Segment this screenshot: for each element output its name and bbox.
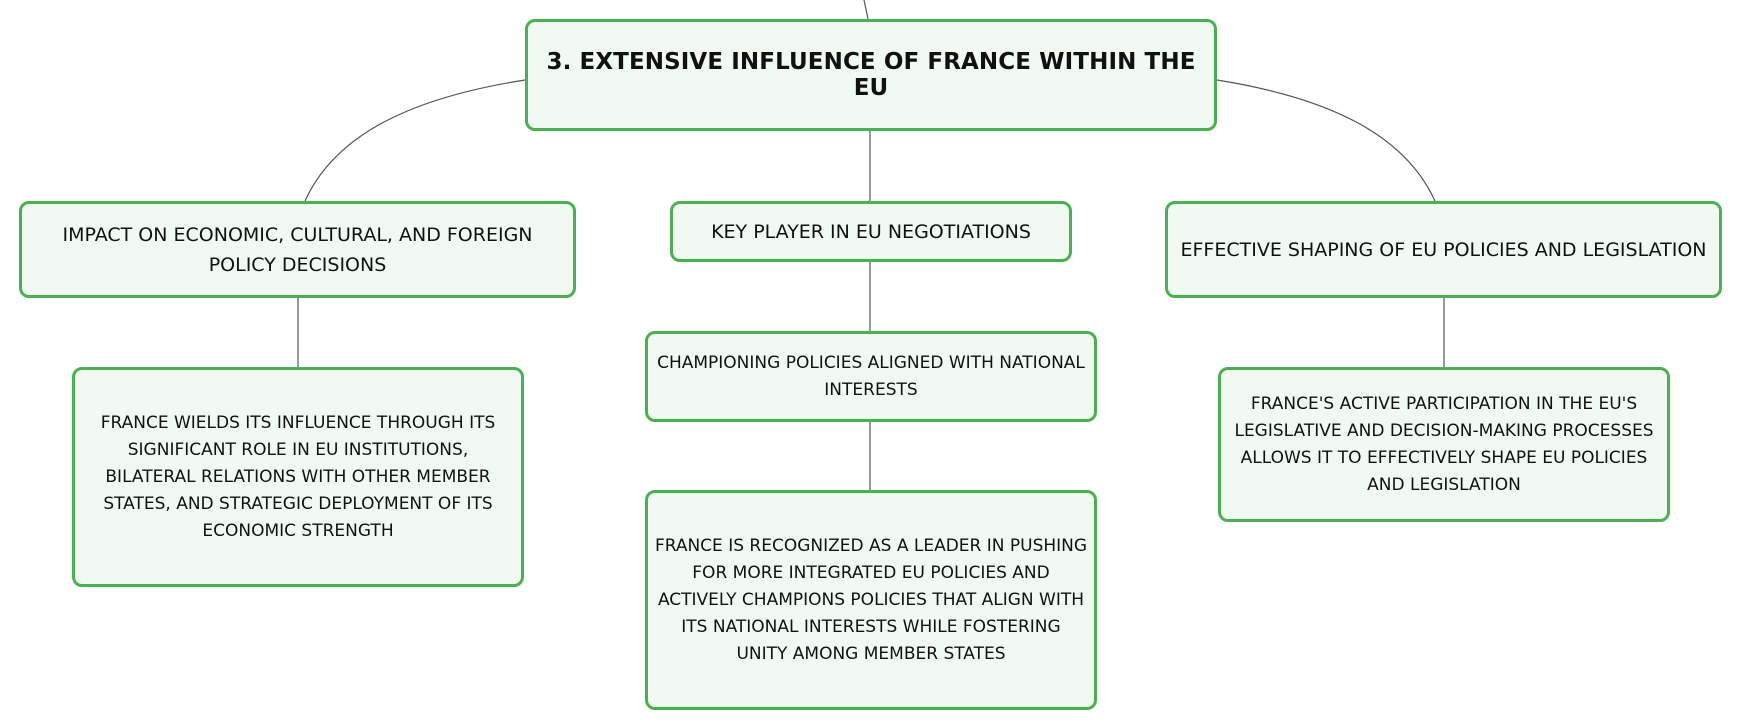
connector-parent-to-root — [863, 0, 869, 20]
topic-node-key-player[interactable]: KEY PLAYER IN EU NEGOTIATIONS — [670, 201, 1072, 262]
detail-label-france-wields: FRANCE WIELDS ITS INFLUENCE THROUGH ITS … — [100, 412, 496, 541]
topic-label-effective-shaping: EFFECTIVE SHAPING OF EU POLICIES AND LEG… — [1180, 238, 1707, 261]
root-topic-node[interactable]: 3. EXTENSIVE INFLUENCE OF FRANCE WITHIN … — [525, 19, 1217, 131]
topic-label-impact: IMPACT ON ECONOMIC, CULTURAL, AND FOREIG… — [62, 223, 533, 276]
topic-label-key-player: KEY PLAYER IN EU NEGOTIATIONS — [711, 220, 1031, 243]
detail-node-france-leader[interactable]: FRANCE IS RECOGNIZED AS A LEADER IN PUSH… — [645, 490, 1097, 710]
connector-root-to-impact — [304, 79, 526, 202]
detail-node-france-wields[interactable]: FRANCE WIELDS ITS INFLUENCE THROUGH ITS … — [72, 367, 524, 587]
subtopic-label-championing: CHAMPIONING POLICIES ALIGNED WITH NATION… — [657, 352, 1085, 400]
root-topic-label: 3. EXTENSIVE INFLUENCE OF FRANCE WITHIN … — [546, 49, 1196, 101]
detail-label-france-leader: FRANCE IS RECOGNIZED AS A LEADER IN PUSH… — [654, 535, 1088, 664]
subtopic-node-championing[interactable]: CHAMPIONING POLICIES ALIGNED WITH NATION… — [645, 331, 1097, 422]
connector-root-to-shaping — [1216, 79, 1436, 202]
detail-label-active-participation: FRANCE'S ACTIVE PARTICIPATION IN THE EU'… — [1234, 393, 1654, 495]
topic-node-impact[interactable]: IMPACT ON ECONOMIC, CULTURAL, AND FOREIG… — [19, 201, 576, 298]
topic-node-effective-shaping[interactable]: EFFECTIVE SHAPING OF EU POLICIES AND LEG… — [1165, 201, 1722, 298]
detail-node-active-participation[interactable]: FRANCE'S ACTIVE PARTICIPATION IN THE EU'… — [1218, 367, 1670, 522]
